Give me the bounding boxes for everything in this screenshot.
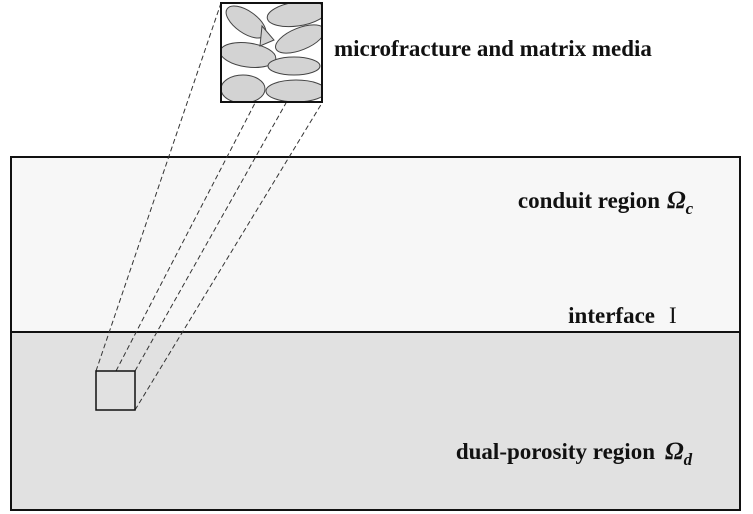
domain-border: [10, 156, 741, 511]
grain: [221, 74, 266, 102]
dual-porosity-region-label: dual-porosity region: [456, 439, 655, 464]
grain: [275, 24, 322, 54]
microfracture-label: microfracture and matrix media: [334, 36, 652, 61]
grain: [221, 41, 277, 69]
conduit-region-label: conduit region: [518, 188, 660, 213]
conduit-region-symbol: Ωc: [667, 187, 694, 218]
dual-porosity-region-symbol: Ωd: [665, 438, 693, 469]
zoom-projection-lines: [95, 2, 323, 411]
sample-box: [95, 370, 136, 411]
interface-label: interface: [568, 303, 655, 328]
grain: [265, 79, 322, 102]
interface-symbol: I: [669, 303, 677, 328]
microfracture-inset: [220, 2, 323, 103]
grain: [267, 56, 321, 76]
grain: [266, 3, 322, 28]
dual-porosity-region: [11, 332, 740, 510]
conduit-region: [11, 157, 740, 332]
grain: [259, 24, 275, 47]
